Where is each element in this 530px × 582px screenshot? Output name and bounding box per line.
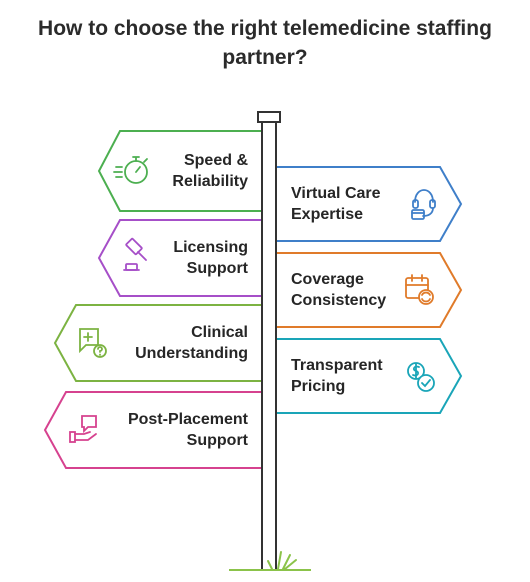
headset-icon xyxy=(411,189,436,220)
calendar-sync-icon xyxy=(405,274,434,305)
sign-label-pricing: Transparent Pricing xyxy=(291,357,383,395)
title-line-2: partner? xyxy=(222,46,308,69)
sign-label-coverage: Coverage Consistency xyxy=(291,271,387,309)
dollar-check-icon xyxy=(407,362,435,392)
sign-plate-post-placement xyxy=(43,391,263,469)
sign-plate-licensing xyxy=(97,219,263,297)
sign-label-speed-reliability: Speed & Reliability xyxy=(172,152,248,190)
title-line-1: How to choose the right telemedicine sta… xyxy=(38,17,492,40)
sign-label-licensing: Licensing Support xyxy=(173,239,248,277)
signpost-cap xyxy=(257,111,281,123)
diagram-title: How to choose the right telemedicine sta… xyxy=(0,14,530,72)
sign-label-virtual-care: Virtual Care Expertise xyxy=(291,185,381,223)
medical-chat-icon xyxy=(79,328,107,358)
sign-label-post-placement: Post-Placement Support xyxy=(127,411,248,449)
sign-plate-clinical xyxy=(53,304,263,382)
support-hand-icon xyxy=(69,415,97,443)
grass-tuft-icon xyxy=(267,551,297,570)
gavel-icon xyxy=(123,237,147,271)
sign-plate-speed-reliability xyxy=(97,130,263,212)
stopwatch-icon xyxy=(113,156,148,184)
sign-label-clinical: Clinical Understanding xyxy=(135,324,248,362)
signpost-pole xyxy=(261,120,277,571)
